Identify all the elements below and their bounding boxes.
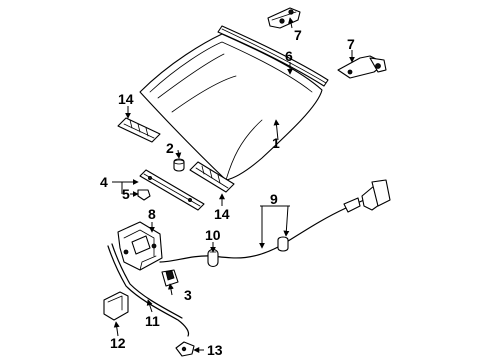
callout-12: 12 [110,335,126,351]
hood-hinge-right [337,55,387,79]
callout-10: 10 [205,227,221,243]
release-cable [159,197,365,263]
leader-lines [112,17,355,353]
hood-hinge-left [267,7,301,29]
callout-8: 8 [148,206,156,222]
hood-panel [139,33,323,181]
release-handle [361,179,391,211]
rod-grommet-13 [175,341,195,357]
hood-bumper [173,158,185,172]
callout-4: 4 [100,174,108,190]
hood-insulator-right [189,161,235,193]
hood-insulator-left [117,117,161,143]
callout-14-right: 14 [214,206,230,222]
callout-labels: 1 2 3 4 5 6 7 7 8 9 10 11 12 13 14 14 [100,27,355,358]
callout-5: 5 [122,186,130,202]
callout-7-left: 7 [294,27,302,43]
callout-11: 11 [145,313,160,329]
callout-3: 3 [184,287,192,303]
callout-14-left: 14 [118,91,134,107]
clip-5 [137,189,151,201]
callout-2: 2 [166,140,174,156]
callout-1: 1 [272,135,280,151]
cable-clip-3 [161,269,179,287]
hood-support-bracket [139,169,205,211]
hood-seal-strip [217,25,329,87]
callout-9: 9 [270,191,278,207]
cable-grommet [207,248,219,268]
callout-7-right: 7 [347,36,355,52]
hood-latch [117,221,163,271]
callout-13: 13 [207,342,223,358]
rod-clip-12 [103,291,129,321]
callout-6: 6 [285,48,293,64]
